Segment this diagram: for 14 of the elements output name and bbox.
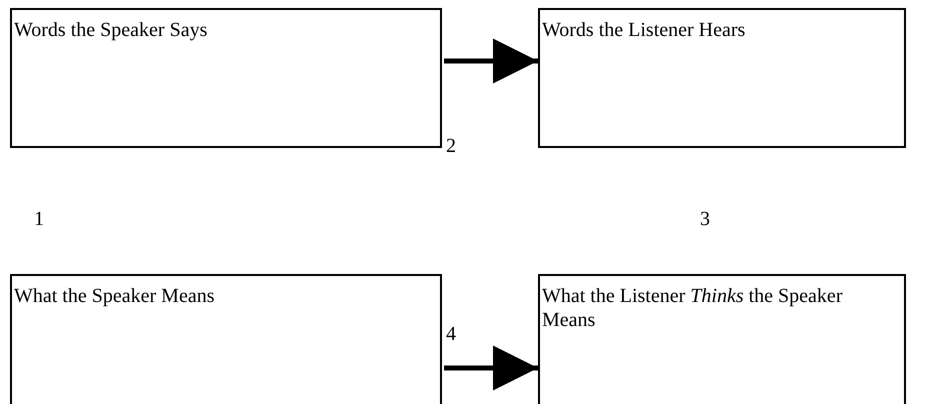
text-box [10,8,442,148]
arrow [444,38,538,84]
text-box [10,274,442,404]
text-box [538,274,906,404]
callout-number: 3 [700,207,710,231]
callout-number: 2 [446,134,456,158]
box-label: Words the Speaker Says [14,18,208,42]
text-box [538,8,906,148]
arrow [444,346,538,390]
box-label: Words the Listener Hears [542,18,746,42]
callout-number: 1 [34,207,44,231]
box-label: What the Listener Thinks the Speaker Means [542,284,844,332]
box-label: What the Speaker Means [14,284,216,308]
callout-number: 4 [446,322,456,346]
